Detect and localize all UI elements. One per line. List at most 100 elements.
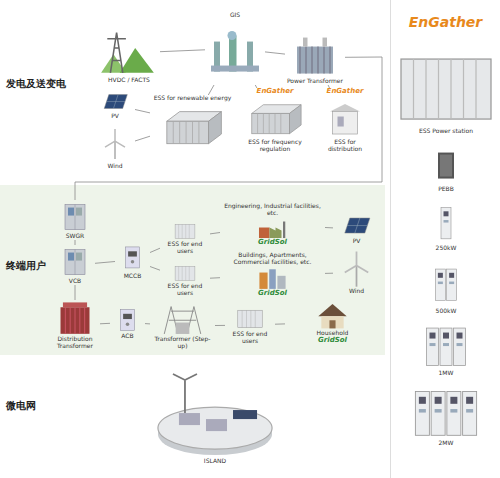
caption: Household [317,330,349,337]
caption: ESS for end users [225,331,275,345]
wind-turbine: Wind [95,125,135,170]
component-icon [160,220,210,241]
caption: ESS for end users [160,283,210,297]
ess-unit: ESS for end users [160,262,210,297]
component-icon [115,240,150,273]
component-icon [411,385,481,440]
component-icon [55,200,95,233]
component-icon [220,217,325,240]
wind-turbine: Wind [333,250,380,295]
hvdc-facts: HVDC / FACTS [98,22,160,84]
section-band: 发电及送变电 HVDC / FACTS GIS Power TransformerPV… [0,0,385,180]
caption: 500kW [436,308,457,315]
facility: Engineering, Industrial facilities, etc.… [220,203,325,247]
breaker: MCCB [115,240,150,280]
section-label: 发电及送变电 [6,78,90,90]
pcs-cabinet: 250kW [421,200,471,252]
brand-logo: EnGather [391,14,500,31]
caption: Power Transformer [287,78,343,85]
component-icon [426,145,466,186]
component-icon [95,125,135,163]
ess-unit: ESS for end users [225,305,275,345]
caption: MCCB [124,273,142,280]
breaker-cabinet: VCB [55,245,95,285]
component-icon [220,266,325,291]
caption: Transformer (Step-up) [150,336,215,350]
ess-station: ESS Power station [396,45,496,135]
component-icon [150,102,235,150]
ess-container: EnGatherESS for distribution [320,88,370,153]
component-icon [50,300,100,336]
caption: ACB [121,333,133,340]
caption: SWGR [66,233,85,240]
island-microgrid: ISLAND [140,368,290,465]
component-icon [285,300,380,330]
caption: ESS Power station [419,128,473,135]
brand-logo: GridSol [318,337,347,345]
section-band: 微电网 ISLAND [0,360,385,470]
caption: GIS [230,12,240,19]
section-label: 微电网 [6,400,90,412]
component-icon [396,45,496,128]
brand-logo: EnGather [327,88,364,96]
component-icon [421,200,471,245]
component-icon [421,260,471,308]
caption: 1MW [439,370,454,377]
component-icon [110,305,145,333]
pcs-cabinet: 500kW [421,260,471,315]
pv-panel: PV [95,90,135,120]
brand-logo: GridSol [258,290,287,298]
brand-logo: EnGather [257,88,294,96]
component-icon [98,22,160,77]
component-icon [55,245,95,278]
caption: ESS for frequency regulation [245,139,305,153]
caption: PV [353,238,361,245]
switchgear: SWGR [55,200,95,240]
caption: 2MW [439,440,454,447]
caption: Engineering, Industrial facilities, etc. [220,203,325,217]
component-icon [333,250,380,288]
distribution-transformer: Distribution Transformer [50,300,100,350]
component-icon [205,19,265,85]
household: HouseholdGridSol [285,300,380,345]
caption: ESS for end users [160,241,210,255]
component-icon [95,90,135,113]
component-icon [416,322,476,370]
caption: ISLAND [204,458,226,465]
component-icon [160,262,210,283]
caption: Wind [349,288,364,295]
component-icon [245,96,305,140]
pv-panel: PV [333,213,380,245]
caption: Wind [107,163,122,170]
product-panel: EnGatherESS Power stationPEBB 250kW 500kW 1… [390,0,500,478]
caption: PV [111,113,119,120]
component-icon [333,213,380,238]
component-icon [140,368,290,458]
power-transformer: Power Transformer [285,30,345,85]
caption: ESS for renewable energy [154,95,232,102]
breaker: ACB [110,305,145,340]
caption: PEBB [438,186,454,193]
component-icon [225,305,275,331]
caption: Buildings, Apartments, Commercial facili… [220,252,325,266]
ess-container: EnGatherESS for frequency regulation [245,88,305,153]
caption: ESS for distribution [320,139,370,153]
pcs-cabinet: 2MW [411,385,481,447]
step-up-transformer: Transformer (Step-up) [150,302,215,350]
ess-container: ESS for renewable energy [150,95,235,150]
section-band: 终端用户SWGRVCBDistribution TransformerMCCBA… [0,185,385,355]
caption: 250kW [436,245,457,252]
caption: Distribution Transformer [50,336,100,350]
caption: HVDC / FACTS [108,77,150,84]
gis-switchgear: GIS [205,12,265,85]
pebb-module: PEBB [426,145,466,193]
brand-logo: GridSol [258,239,287,247]
component-icon [285,30,345,78]
component-icon [150,302,215,336]
facility: Buildings, Apartments, Commercial facili… [220,252,325,298]
pcs-cabinet: 1MW [416,322,476,377]
component-icon [320,96,370,140]
caption: VCB [69,278,81,285]
ess-unit: ESS for end users [160,220,210,255]
